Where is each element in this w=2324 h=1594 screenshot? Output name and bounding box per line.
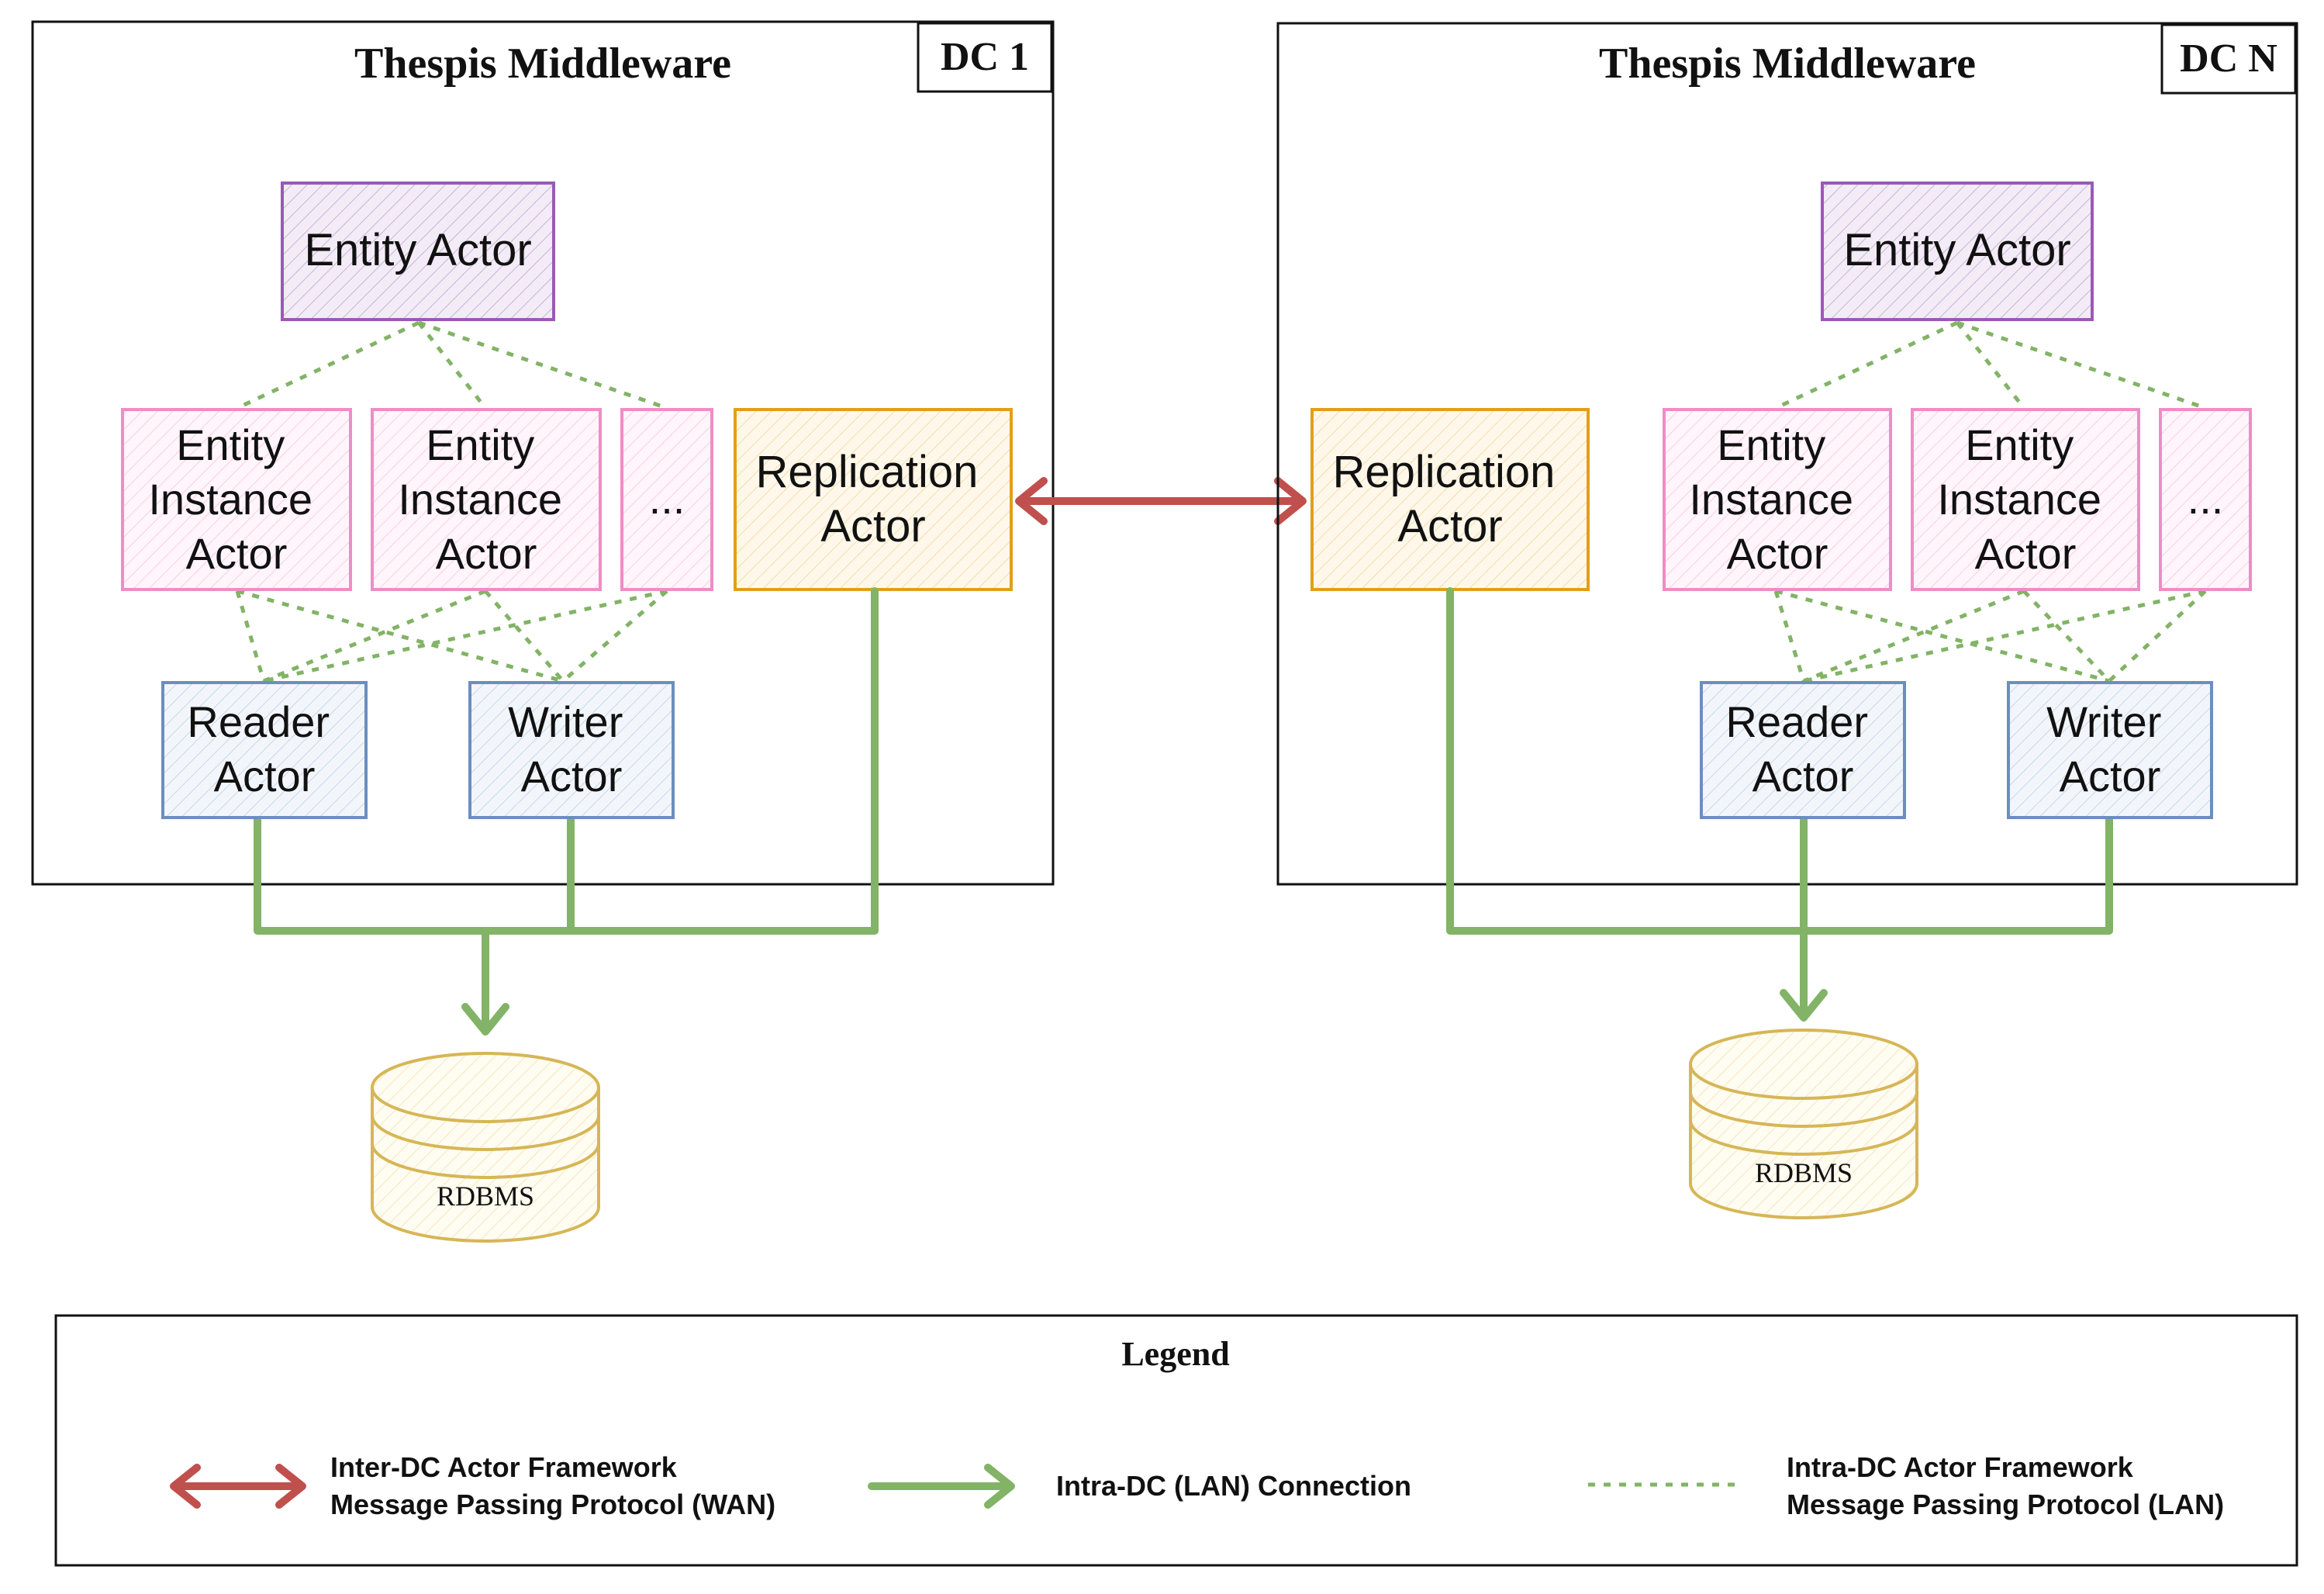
legend-wan-label: Inter-DC Actor Framework Message Passing… xyxy=(330,1451,775,1520)
dc1-entity-actor-label: Entity Actor xyxy=(304,225,531,275)
dcn-entity-instance-2-label: Entity Instance Actor xyxy=(1937,420,2113,578)
dcn-title: Thespis Middleware xyxy=(1599,40,1976,88)
dc1-tag: DC 1 xyxy=(941,35,1029,79)
dc1-writer-actor-box xyxy=(468,681,675,819)
legend-title: Legend xyxy=(1121,1335,1229,1373)
dc1-entity-instance-more-label: ... xyxy=(649,474,685,523)
dcn-entity-instance-2-box xyxy=(1911,408,2140,591)
dcn-writer-actor-box xyxy=(2007,681,2213,819)
dcn-reader-actor-label: Reader Actor xyxy=(1725,697,1880,800)
dcn-tag-box xyxy=(2160,23,2297,95)
dc1-entity-instance-1-box xyxy=(121,408,352,591)
dc1-entity-instance-2-label: Entity Instance Actor xyxy=(398,420,574,578)
wan-arrow xyxy=(1015,477,1307,525)
dcn-group: DC N Thespis Middleware Entity Actor Rep… xyxy=(1276,22,2298,1219)
dc1-writer-actor-label: Writer Actor xyxy=(508,697,635,800)
dcn-lan-protocol-lines xyxy=(1773,320,2207,683)
dc1-frame xyxy=(31,20,1055,886)
legend: Legend Inter-DC Actor Framework Message … xyxy=(54,1314,2298,1567)
dc1-lan-protocol-lines xyxy=(235,320,668,683)
dc1-entity-instance-more-box xyxy=(620,408,713,591)
legend-lan-protocol-label: Intra-DC Actor Framework Message Passing… xyxy=(1787,1451,2224,1520)
legend-wan-arrow-icon xyxy=(170,1464,306,1509)
dcn-frame xyxy=(1276,22,2298,886)
dc1-group: DC 1 Thespis Middleware Entity Actor Ent… xyxy=(31,20,1055,1243)
dc1-reader-actor-label: Reader Actor xyxy=(187,697,341,800)
legend-lan-connection-icon xyxy=(868,1464,1015,1509)
dcn-entity-instance-more-box xyxy=(2159,408,2252,591)
dc1-entity-actor-box xyxy=(281,182,555,321)
dc1-database-icon xyxy=(371,1052,600,1243)
dcn-replication-actor-label: Replication Actor xyxy=(1332,447,1567,552)
legend-lan-connection-label: Intra-DC (LAN) Connection xyxy=(1056,1470,1411,1502)
legend-frame xyxy=(54,1314,2298,1567)
dc1-reader-actor-box xyxy=(161,681,368,819)
dcn-entity-actor-box xyxy=(1821,182,2094,321)
dcn-entity-instance-more-label: ... xyxy=(2188,474,2224,523)
dcn-tag: DC N xyxy=(2180,36,2277,81)
dcn-database-label: RDBMS xyxy=(1755,1157,1853,1188)
dcn-entity-instance-1-box xyxy=(1663,408,1892,591)
dcn-entity-actor-label: Entity Actor xyxy=(1843,225,2070,275)
dc1-entity-instance-2-box xyxy=(371,408,602,591)
dcn-lan-connection-lines xyxy=(1446,587,2113,1022)
dcn-writer-actor-label: Writer Actor xyxy=(2046,697,2174,800)
dcn-reader-actor-box xyxy=(1700,681,1906,819)
dc1-replication-actor-label: Replication Actor xyxy=(755,447,990,552)
dcn-replication-actor-box xyxy=(1310,408,1590,591)
dcn-database-icon xyxy=(1689,1029,1918,1219)
dc1-lan-connection-lines xyxy=(254,587,879,1036)
dc1-replication-actor-box xyxy=(734,408,1013,591)
dc1-entity-instance-1-label: Entity Instance Actor xyxy=(148,420,324,578)
dcn-entity-instance-1-label: Entity Instance Actor xyxy=(1689,420,1865,578)
dc1-title: Thespis Middleware xyxy=(354,40,731,88)
dc1-database-label: RDBMS xyxy=(437,1181,534,1212)
dc1-tag-box xyxy=(917,22,1053,93)
